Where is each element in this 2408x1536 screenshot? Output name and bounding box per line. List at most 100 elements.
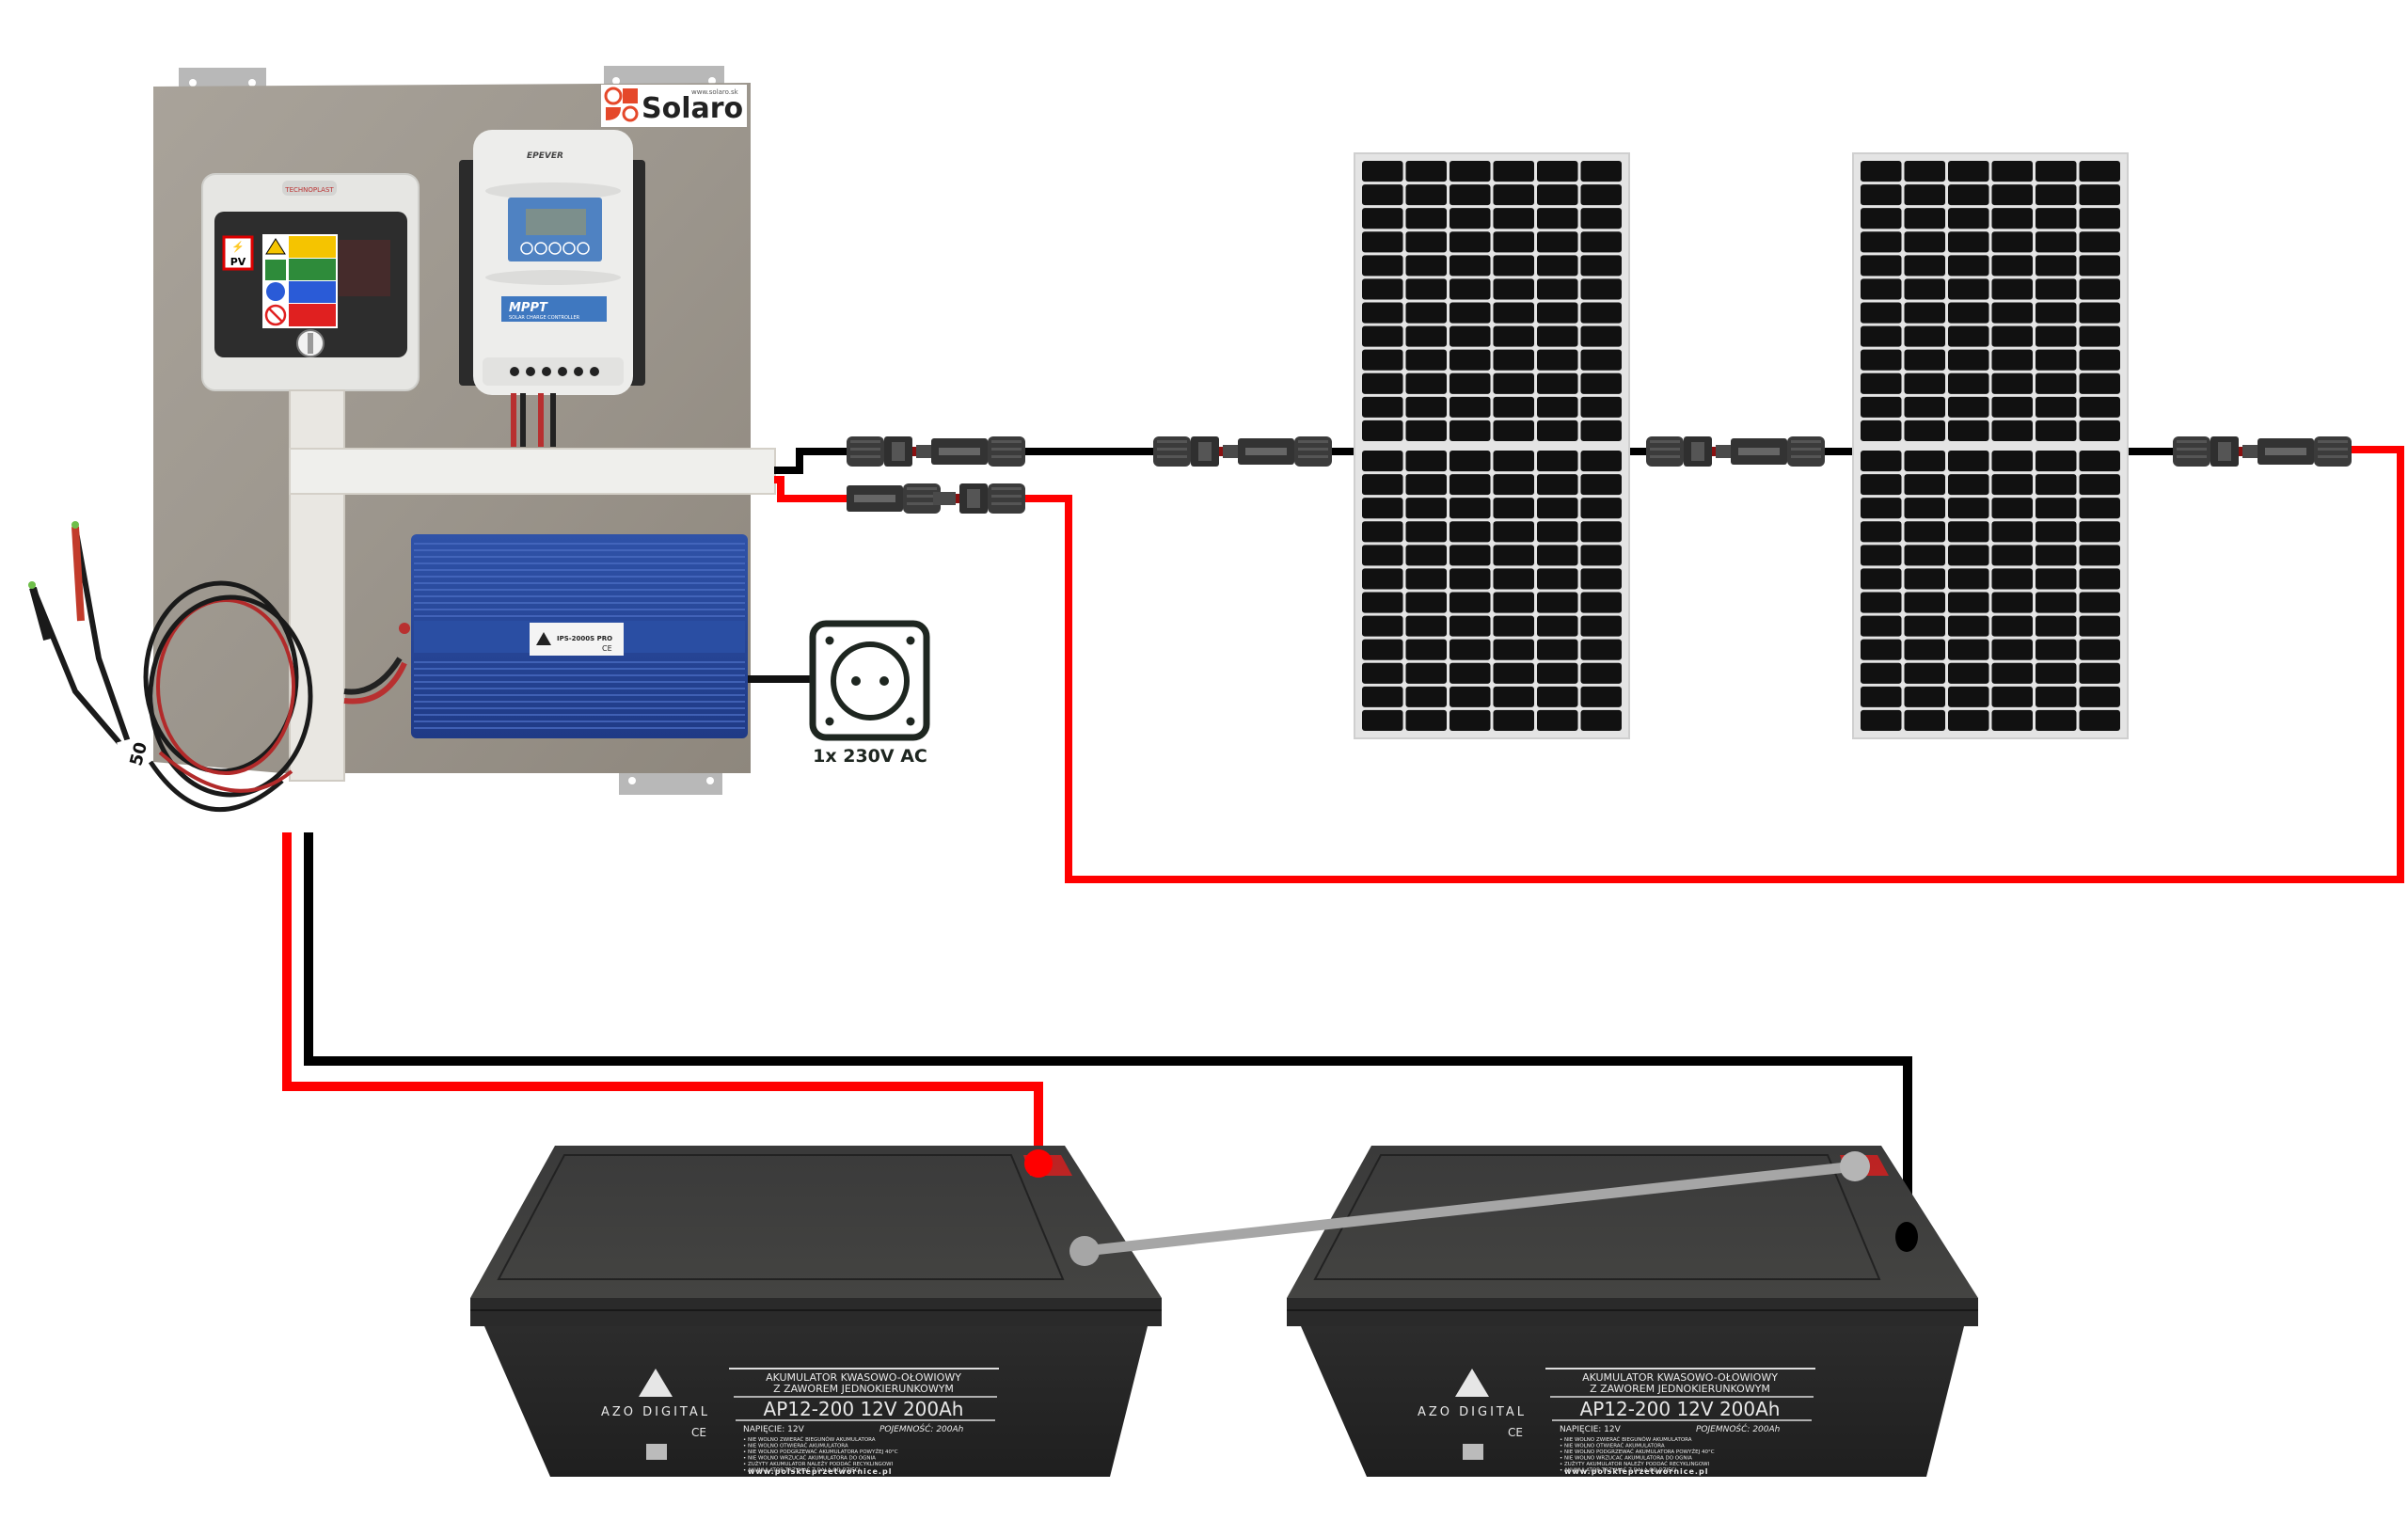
solar-cell <box>1904 231 1945 253</box>
battery-2-negative-terminal <box>1895 1222 1918 1252</box>
solar-cell <box>1580 592 1622 613</box>
solar-cell <box>1537 255 1578 277</box>
solar-cell <box>1580 231 1622 253</box>
battery-cable-coil: 50 <box>28 521 313 813</box>
solar-cell <box>2079 208 2120 230</box>
solar-cell <box>1904 521 1945 543</box>
solar-cell <box>2036 278 2077 300</box>
solar-cell <box>1537 420 1578 441</box>
solar-cell <box>1405 639 1447 660</box>
solar-cell <box>1580 498 1622 519</box>
solar-cell <box>1580 372 1622 394</box>
solar-cell <box>1580 662 1622 684</box>
controller-button[interactable] <box>562 242 576 255</box>
solar-cell <box>1450 498 1491 519</box>
solar-cell <box>1861 161 1902 182</box>
solar-cell <box>1991 184 2033 206</box>
solar-cell <box>1493 231 1534 253</box>
solar-cell <box>1537 161 1578 182</box>
solar-cell <box>1493 420 1534 441</box>
solar-cell <box>1450 161 1491 182</box>
solar-cell <box>1493 184 1534 206</box>
solar-cell <box>2036 709 2077 731</box>
battery-warning: • NIE WOLNO WRZUCAĆ AKUMULATORA DO OGNIA <box>743 1455 876 1462</box>
solar-cell <box>2079 451 2120 472</box>
solar-cell <box>1904 255 1945 277</box>
solar-cell <box>1537 184 1578 206</box>
controller-button[interactable] <box>577 242 590 255</box>
solar-cell <box>1362 208 1403 230</box>
solar-cell <box>1580 451 1622 472</box>
solar-cell <box>1580 302 1622 324</box>
solar-cell <box>1904 451 1945 472</box>
solar-cell <box>1991 521 2033 543</box>
solar-cell <box>1493 372 1534 394</box>
solar-cell <box>1450 420 1491 441</box>
solar-cell <box>1991 161 2033 182</box>
battery-lid <box>470 1298 1162 1326</box>
solar-cell <box>1580 255 1622 277</box>
solar-cell <box>1537 451 1578 472</box>
controller-button[interactable] <box>548 242 562 255</box>
solar-cell <box>1493 498 1534 519</box>
solar-cell <box>1991 615 2033 637</box>
solar-cell <box>2079 255 2120 277</box>
solar-cell <box>1450 686 1491 707</box>
solar-cell <box>2079 420 2120 441</box>
battery-warning: • NIE WOLNO PODGRZEWAĆ AKUMULATORA POWYŻ… <box>743 1449 898 1455</box>
controller-button[interactable] <box>520 242 533 255</box>
solar-cell <box>1580 545 1622 566</box>
mppt-label-band <box>501 296 607 322</box>
solar-cell <box>1493 662 1534 684</box>
solar-cell <box>1991 451 2033 472</box>
battery-link-wire <box>1084 1161 1856 1257</box>
solar-cell <box>1405 568 1447 590</box>
solar-cell <box>2079 474 2120 496</box>
brand-url: www.solaro.sk <box>691 88 739 96</box>
solar-cell <box>1537 568 1578 590</box>
solar-cell <box>2036 451 2077 472</box>
solar-cell <box>1948 396 1989 418</box>
solar-cell <box>1580 521 1622 543</box>
socket-icon <box>809 620 930 741</box>
controller-button[interactable] <box>534 242 547 255</box>
solar-cell <box>1537 662 1578 684</box>
solar-cell <box>1580 639 1622 660</box>
solar-cell <box>2036 396 2077 418</box>
solar-cell <box>1904 208 1945 230</box>
solar-cell <box>1948 686 1989 707</box>
controller-brand: EPEVER <box>527 151 563 161</box>
battery-body <box>484 1326 1148 1477</box>
brand-name: Solaro <box>642 92 743 125</box>
battery-warning: • NIE WOLNO ZWIERAĆ BIEGUNÓW AKUMULATORA <box>743 1436 876 1443</box>
battery-warning: • NIE WOLNO ZWIERAĆ BIEGUNÓW AKUMULATORA <box>1560 1436 1692 1443</box>
solar-cell <box>1362 372 1403 394</box>
battery-terminals <box>1024 1149 1918 1266</box>
solar-cell <box>1991 372 2033 394</box>
solar-cell <box>1405 396 1447 418</box>
solar-cell <box>2079 639 2120 660</box>
battery-heading-2: Z ZAWOREM JEDNOKIERUNKOWYM <box>773 1383 954 1395</box>
solar-cell <box>1580 161 1622 182</box>
solar-cell <box>1493 639 1534 660</box>
pv-warning-sticker <box>222 235 254 271</box>
solar-cell <box>1450 592 1491 613</box>
solar-cell <box>1493 686 1534 707</box>
solar-cell <box>1362 349 1403 371</box>
solar-cell <box>1861 615 1902 637</box>
solar-cell <box>1405 686 1447 707</box>
controller-buttons <box>520 242 590 255</box>
battery-brand: AZO DIGITAL <box>601 1405 710 1419</box>
solar-cell <box>1861 568 1902 590</box>
solar-cell <box>1405 231 1447 253</box>
battery-website: www.polskieprzetwornice.pl <box>1564 1467 1708 1476</box>
battery-body <box>1301 1326 1964 1477</box>
battery-warning: • ZUŻYTY AKUMULATOR NALEŻY PODDAĆ RECYKL… <box>743 1461 894 1467</box>
lightning-green-icon <box>265 260 286 280</box>
solar-cell <box>1948 474 1989 496</box>
solar-cell <box>1493 255 1534 277</box>
battery-warning: • NIE WOLNO WRZUCAĆ AKUMULATORA DO OGNIA <box>1560 1455 1692 1462</box>
solar-cell <box>1904 498 1945 519</box>
inverter-ce-mark: CE <box>602 644 612 653</box>
